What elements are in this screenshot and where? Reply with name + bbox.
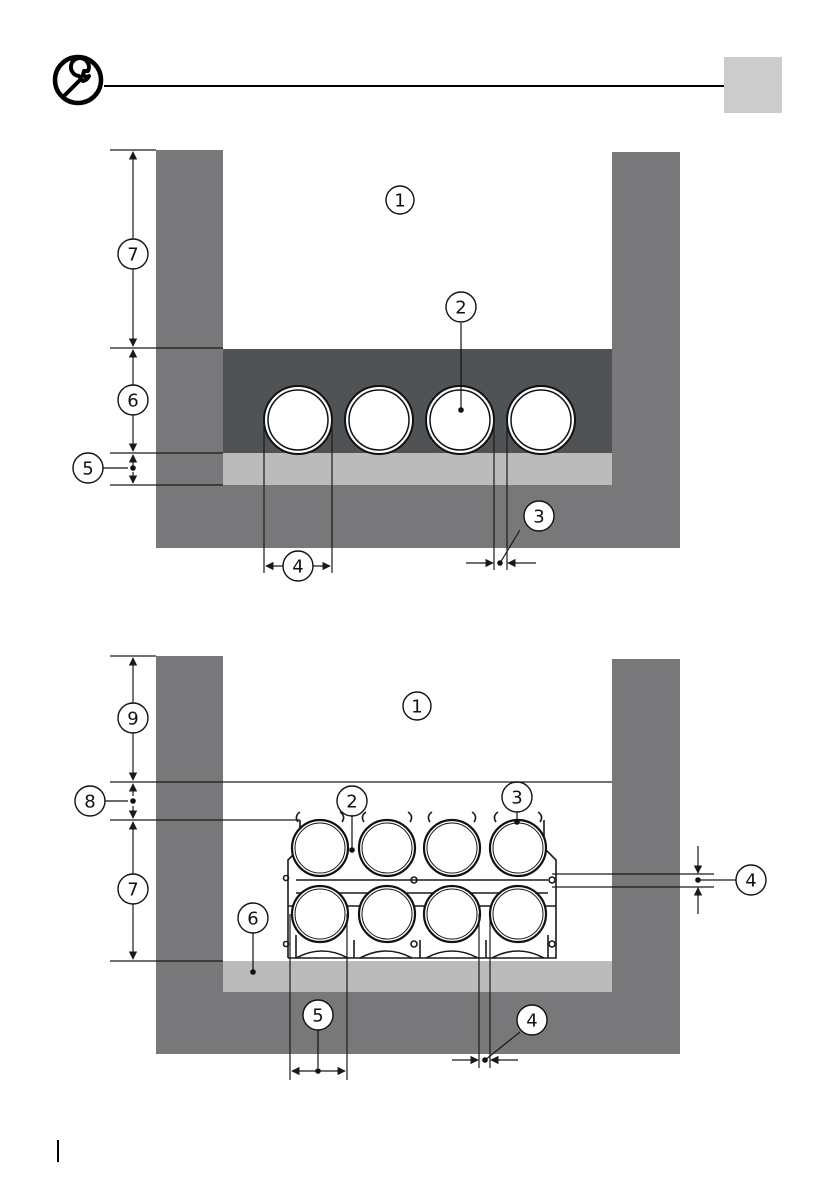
bedding-layer [223, 961, 612, 992]
callout-4: 4 [283, 551, 313, 581]
chapter-tab [724, 57, 782, 113]
svg-text:7: 7 [127, 880, 138, 901]
callout-1: 1 [386, 186, 414, 214]
svg-text:8: 8 [84, 792, 95, 813]
svg-text:7: 7 [127, 245, 138, 266]
callout-2: 2 [337, 786, 367, 816]
svg-text:5: 5 [312, 1006, 323, 1027]
svg-text:3: 3 [533, 507, 544, 528]
callout-2: 2 [446, 292, 476, 322]
svg-text:6: 6 [247, 909, 258, 930]
callout-4-bottom: 4 [517, 1005, 547, 1035]
pipe-row-lower [292, 886, 546, 942]
svg-text:6: 6 [127, 391, 138, 412]
bedding-layer [223, 453, 612, 485]
svg-text:2: 2 [346, 792, 357, 813]
callout-3: 3 [524, 501, 554, 531]
pipe-row-upper [292, 820, 546, 876]
callout-6: 6 [238, 903, 268, 933]
svg-text:4: 4 [745, 871, 756, 892]
svg-text:1: 1 [411, 697, 422, 718]
diagram-bottom: 1 2 3 4 4 5 6 7 [75, 656, 766, 1080]
wrench-icon [55, 57, 101, 103]
callout-3: 3 [502, 782, 532, 812]
callout-8: 8 [75, 786, 128, 816]
svg-text:3: 3 [511, 788, 522, 809]
callout-6: 6 [118, 385, 148, 415]
svg-text:5: 5 [82, 459, 93, 480]
callout-7: 7 [118, 239, 148, 269]
page-header [55, 57, 782, 113]
svg-text:1: 1 [394, 191, 405, 212]
callout-1: 1 [403, 692, 431, 720]
callout-7: 7 [118, 874, 148, 904]
callout-9: 9 [118, 703, 148, 733]
svg-text:2: 2 [455, 298, 466, 319]
callout-5: 5 [303, 1000, 333, 1030]
callout-5: 5 [73, 453, 128, 483]
diagram-top: 1 2 3 4 5 6 7 [73, 150, 680, 581]
svg-text:4: 4 [526, 1011, 537, 1032]
callout-4-right: 4 [736, 865, 766, 895]
svg-text:9: 9 [127, 709, 138, 730]
svg-text:4: 4 [292, 557, 303, 578]
